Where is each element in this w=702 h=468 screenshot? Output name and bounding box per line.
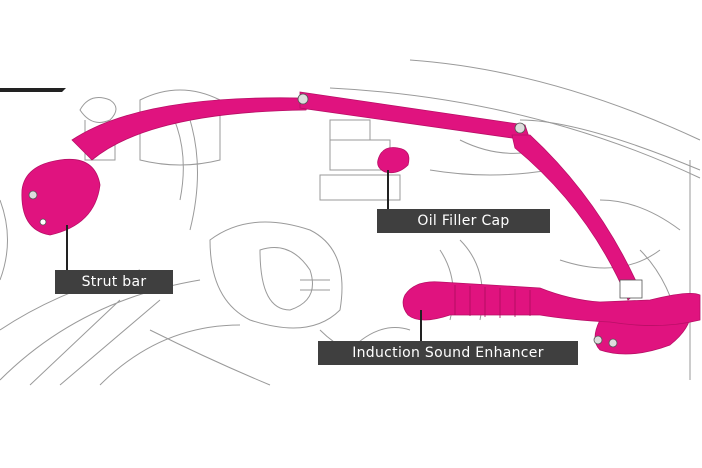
engine-line-art [0,59,701,386]
induction-sound-enhancer-label: Induction Sound Enhancer [318,341,578,365]
strut-bar-leader-line [66,225,68,271]
induction-sound-enhancer-leader-line [420,310,422,343]
oil-filler-cap-highlight [377,147,410,174]
strut-bar-label: Strut bar [55,270,173,294]
induction-sound-enhancer-highlight [402,281,701,326]
oil-filler-cap-label: Oil Filler Cap [377,209,550,233]
oil-filler-cap-leader-line [387,170,389,210]
